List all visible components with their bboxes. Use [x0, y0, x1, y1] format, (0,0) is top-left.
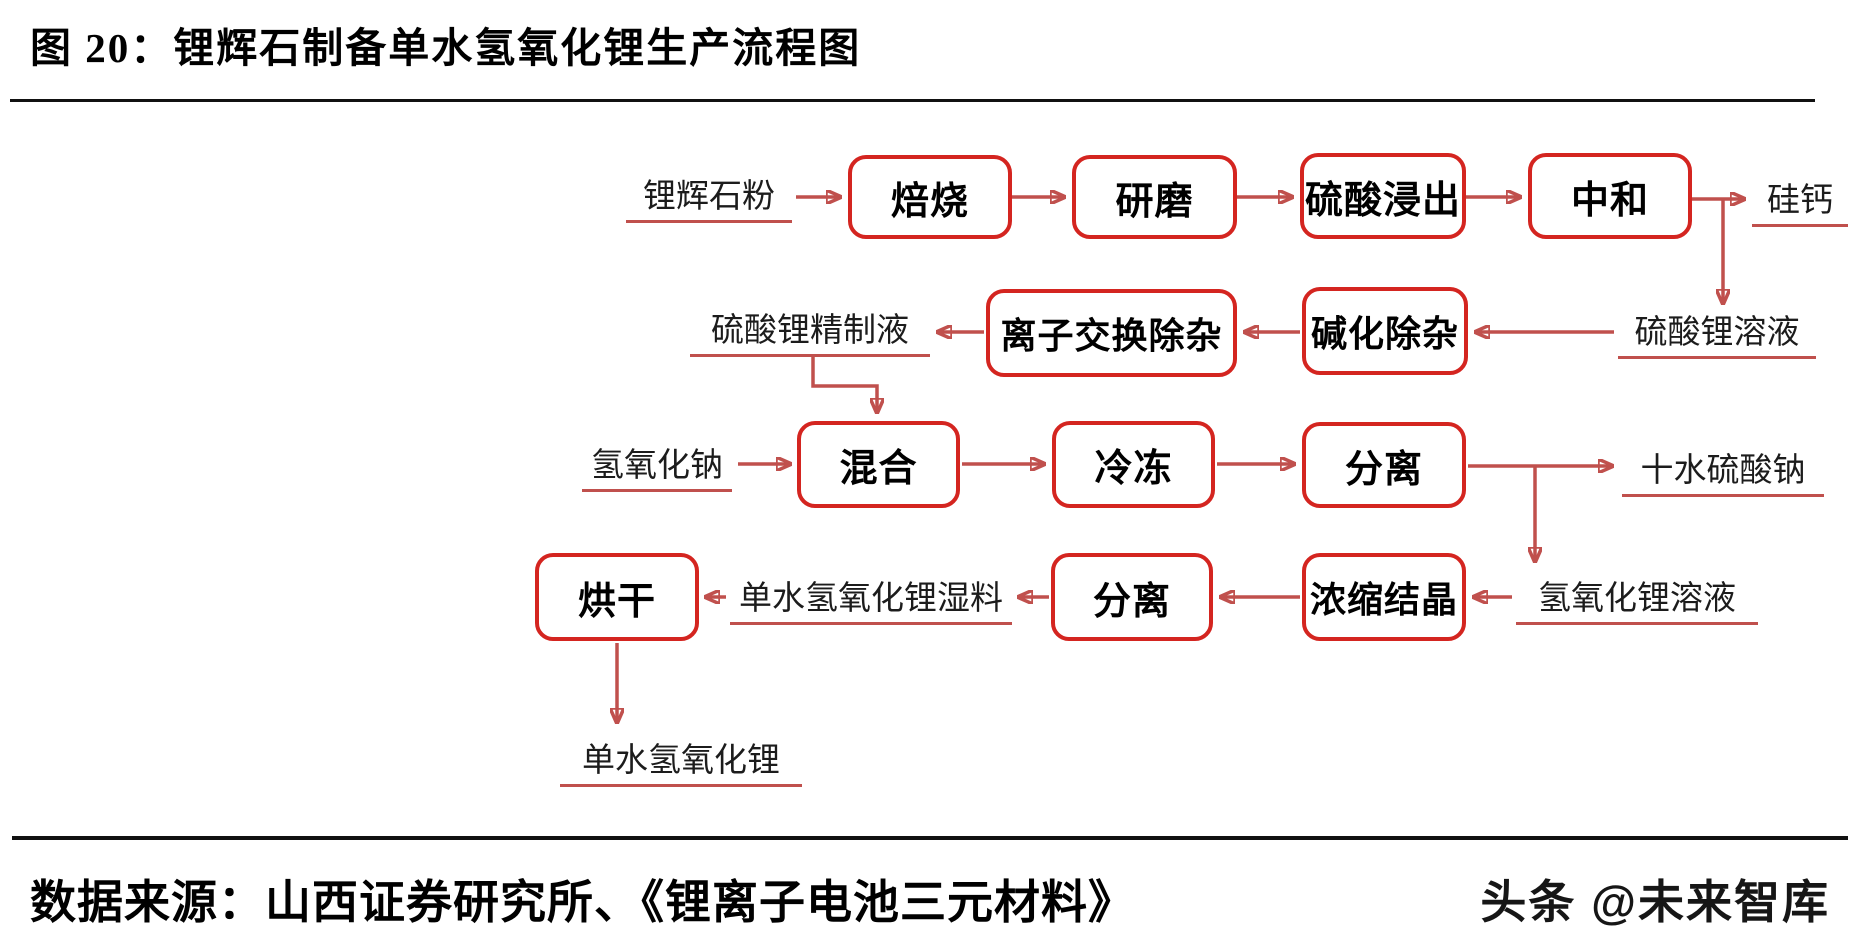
label-wet-lithium-hydroxide: 单水氢氧化锂湿料 — [730, 580, 1012, 625]
process-box-ion-exchange: 离子交换除杂 — [986, 289, 1237, 377]
process-box-freezing: 冷冻 — [1052, 421, 1215, 508]
process-box-roasting: 焙烧 — [848, 155, 1012, 239]
label-sodium-hydroxide: 氢氧化钠 — [582, 447, 732, 492]
data-source-text: 数据来源：山西证券研究所、《锂离子电池三元材料》 — [30, 877, 1135, 928]
label-sodium-sulfate-decahydrate: 十水硫酸钠 — [1622, 452, 1824, 497]
title-divider — [10, 99, 1815, 102]
label-lithium-sulfate-solution: 硫酸锂溶液 — [1618, 314, 1816, 359]
process-box-acid-leaching: 硫酸浸出 — [1300, 153, 1466, 239]
process-box-mixing: 混合 — [797, 421, 960, 508]
process-box-alkalization: 碱化除杂 — [1302, 287, 1468, 375]
watermark-text: 头条 @未来智库 — [1480, 876, 1830, 928]
process-box-grinding: 研磨 — [1072, 155, 1237, 239]
process-box-separation-1: 分离 — [1302, 422, 1466, 508]
process-box-separation-2: 分离 — [1051, 553, 1213, 641]
label-lithium-hydroxide-solution: 氢氧化锂溶液 — [1516, 580, 1758, 625]
footer-divider — [12, 836, 1848, 840]
label-calcium-silicate: 硅钙 — [1752, 182, 1848, 227]
label-refined-lithium-sulfate: 硫酸锂精制液 — [690, 312, 930, 357]
process-box-crystallization: 浓缩结晶 — [1302, 553, 1466, 641]
process-box-neutralization: 中和 — [1528, 153, 1692, 239]
figure-title: 图 20：锂辉石制备单水氢氧化锂生产流程图 — [30, 25, 862, 71]
label-lithium-hydroxide-product: 单水氢氧化锂 — [560, 742, 802, 787]
process-box-drying: 烘干 — [535, 553, 699, 641]
edge-refined-solution-to-mixing — [811, 357, 877, 412]
label-spodumene-powder: 锂辉石粉 — [626, 178, 792, 223]
